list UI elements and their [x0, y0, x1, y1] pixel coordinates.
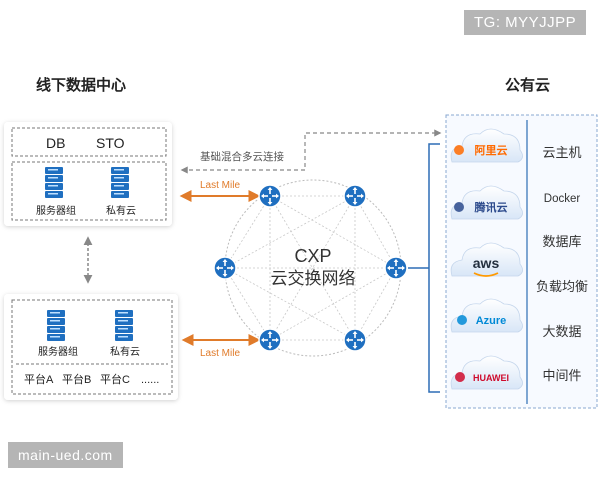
aws-smile-mark — [473, 272, 499, 277]
cloud-service-label: 负载均衡 — [536, 279, 588, 294]
private-cloud-label: 私有云 — [106, 204, 136, 217]
huawei-icon: HUAWEI — [450, 355, 523, 390]
cloud-provider-name: 腾讯云 — [475, 200, 508, 214]
public-cloud-title: 公有云 — [505, 76, 550, 94]
platform-label: 平台B — [62, 372, 91, 386]
server-group-label: 服务器组 — [38, 345, 78, 358]
cloud-bracket — [428, 143, 440, 393]
server-group-label: 服务器组 — [36, 204, 76, 217]
platform-ellipsis: ...... — [141, 374, 159, 386]
datacenter-bottom-panel: 服务器组 私有云 平台A 平台B 平台C ...... — [4, 294, 178, 400]
network-nodes — [213, 184, 408, 352]
cloud-service-label: Docker — [544, 193, 581, 205]
last-mile-label: Last Mile — [200, 348, 240, 359]
telegram-tag: TG: MYYJJPP — [464, 10, 587, 35]
private-cloud-label: 私有云 — [110, 345, 140, 358]
server-icon — [47, 310, 65, 341]
platform-label: 平台C — [100, 372, 130, 386]
aliyun-icon: 阿里云 — [450, 128, 523, 163]
router-node-icon — [343, 328, 367, 352]
cxp-network: CXP 云交换网络 — [213, 179, 408, 357]
router-node-icon — [258, 328, 282, 352]
private-cloud-server-icon — [115, 310, 133, 341]
router-node-icon — [343, 184, 367, 208]
network-mesh — [224, 195, 397, 341]
hybrid-cloud-connection — [180, 129, 442, 174]
hybrid-connection-label: 基础混合多云连接 — [200, 150, 284, 163]
sto-label: STO — [96, 135, 125, 151]
watermark-tag: main-ued.com — [8, 442, 123, 468]
azure-icon-mark — [457, 315, 467, 325]
tencent-cloud-icon: 腾讯云 — [450, 185, 523, 220]
aliyun-icon-mark — [454, 145, 464, 155]
datacenter-top-panel: DB STO 服务器组 私有云 — [4, 122, 172, 226]
azure-icon: Azure — [450, 298, 523, 333]
datacenter-title: 线下数据中心 — [36, 76, 126, 94]
network-subtitle: 云交换网络 — [271, 269, 356, 288]
router-node-icon — [213, 256, 237, 280]
db-label: DB — [46, 135, 65, 151]
cloud-service-label: 云主机 — [542, 145, 581, 160]
server-icon — [45, 167, 63, 198]
network-title: CXP — [294, 246, 331, 266]
private-cloud-server-icon — [111, 167, 129, 198]
cloud-provider-name: HUAWEI — [473, 373, 509, 383]
last-mile-label: Last Mile — [200, 180, 240, 191]
cloud-service-label: 中间件 — [542, 368, 581, 383]
platform-label: 平台A — [24, 372, 54, 386]
router-node-icon — [258, 184, 282, 208]
cloud-service-label: 数据库 — [542, 234, 581, 249]
huawei-icon-mark — [455, 372, 465, 382]
cloud-service-label: 大数据 — [542, 324, 581, 339]
cloud-provider-name: Azure — [476, 315, 507, 327]
aws-icon: aws — [450, 242, 523, 277]
tencent-cloud-icon-mark — [454, 202, 464, 212]
router-node-icon — [384, 256, 408, 280]
cloud-provider-name: 阿里云 — [475, 143, 508, 157]
cloud-provider-name: aws — [473, 255, 500, 271]
